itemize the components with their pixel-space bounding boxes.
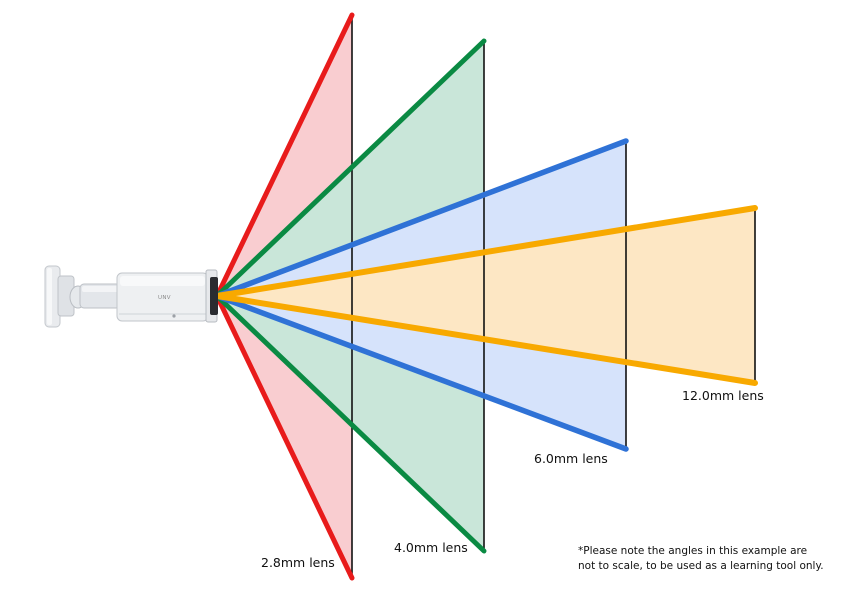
svg-text:UNV: UNV <box>158 295 171 301</box>
disclaimer-line-1: *Please note the angles in this example … <box>578 545 808 557</box>
disclaimer-line-2: not to scale, to be used as a learning t… <box>578 560 824 572</box>
lens-4-0mm-label: 4.0mm lens <box>394 540 468 555</box>
lens-6-0mm-label: 6.0mm lens <box>534 451 608 466</box>
lens-2-8mm-label: 2.8mm lens <box>261 555 335 570</box>
bullet-camera: UNV <box>44 265 218 328</box>
lens-2-8mm-upper-edge <box>214 12 355 299</box>
lens-12-0mm-upper-edge <box>214 205 758 299</box>
camera-lens-face <box>210 277 218 315</box>
lens-12-0mm-label: 12.0mm lens <box>682 388 764 403</box>
lens-6-0mm-upper-edge <box>214 138 629 299</box>
lens-6-0mm-lower-edge <box>214 293 629 452</box>
lens-4-0mm-upper-edge <box>214 38 487 299</box>
lens-2-8mm-lower-edge <box>214 293 355 581</box>
lens-12-0mm-lower-edge <box>214 293 758 386</box>
lens-4-0mm-lower-edge <box>214 293 487 554</box>
disclaimer-note: *Please note the angles in this example … <box>578 544 824 574</box>
lens-12-0mm-fill <box>217 208 755 383</box>
